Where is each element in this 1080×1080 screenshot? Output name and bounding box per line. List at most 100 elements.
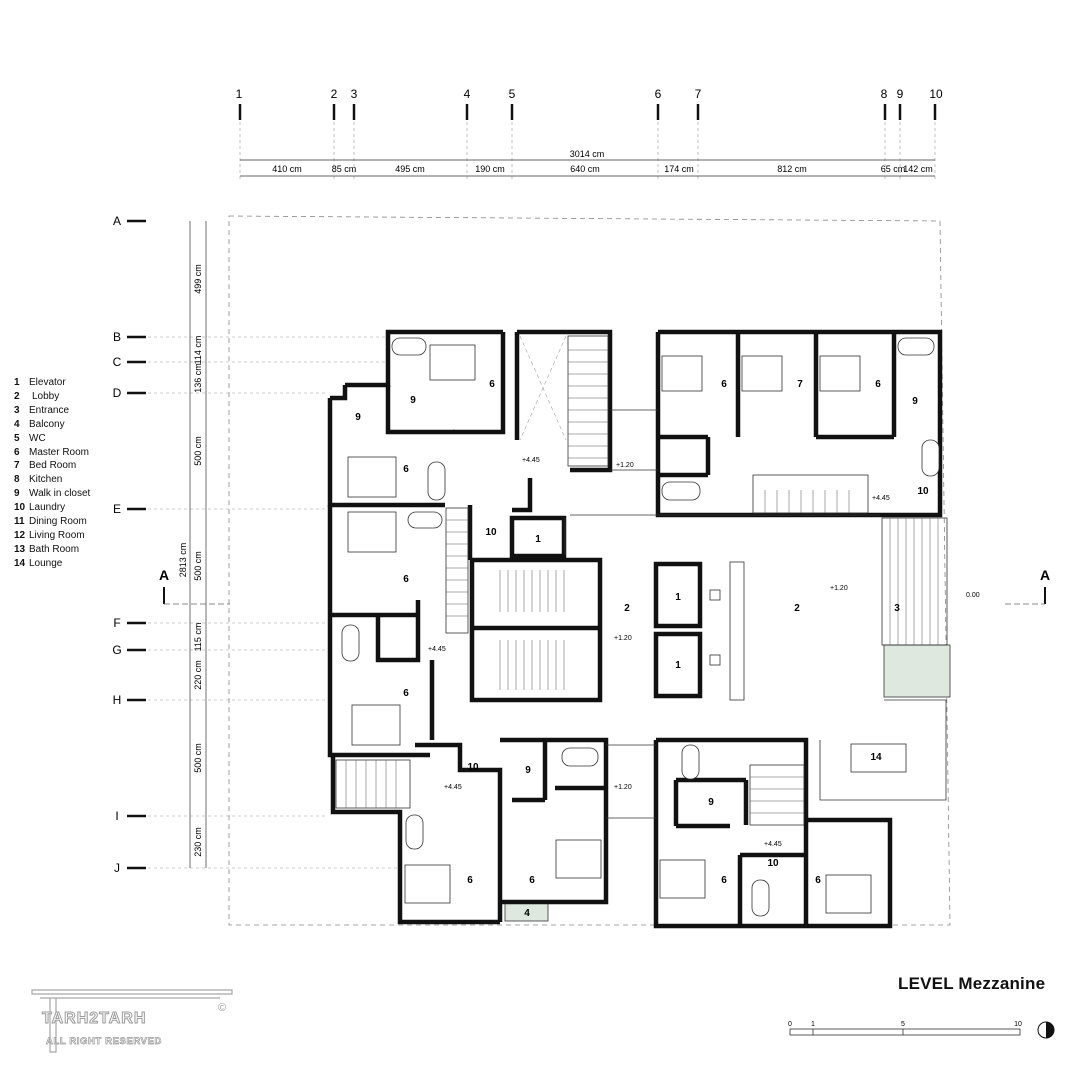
- dimension-label: 190 cm: [475, 164, 505, 174]
- dimension-label: 230 cm: [193, 827, 203, 857]
- dimension-label: 136 cm: [193, 363, 203, 393]
- grid-row-label: D: [113, 386, 122, 400]
- svg-text:A: A: [1040, 567, 1050, 583]
- dimension-lines-vertical: [189, 221, 207, 868]
- scale-bar: 0 1 5 10: [788, 1021, 1055, 1039]
- dimension-label: 500 cm: [193, 743, 203, 773]
- building-plan: 6 9 6 7 6 9 10 9 6 10 1 6 2 1 1 2 3 6 10…: [327, 329, 980, 929]
- grid-column-label: 4: [464, 87, 471, 101]
- dimension-label: 65 cm: [881, 164, 906, 174]
- dimension-label: 410 cm: [272, 164, 302, 174]
- room-tag: 6: [403, 464, 409, 475]
- logo-icon: [31, 989, 233, 1053]
- room-tag: 10: [485, 527, 497, 538]
- room-tag: 6: [721, 875, 727, 886]
- grid-column-label: 1: [236, 87, 243, 101]
- grid-row-guides: [148, 336, 400, 869]
- dimension-label: 85 cm: [332, 164, 357, 174]
- room-tag: 14: [870, 752, 882, 763]
- grid-columns: 1 2 3 4 5 6 7 8 9 10: [236, 87, 943, 101]
- dimension-label: 142 cm: [903, 164, 933, 174]
- room-tag: 6: [529, 875, 535, 886]
- grid-row-label: G: [112, 643, 121, 657]
- grid-row-label: F: [113, 616, 120, 630]
- room-tag: 9: [912, 396, 918, 407]
- dimension-total-horizontal: 3014 cm: [570, 149, 605, 159]
- room-tag: 6: [875, 379, 881, 390]
- level-marker: +4.45: [428, 646, 446, 653]
- dimension-lines-horizontal: [240, 159, 935, 177]
- room-tag: 9: [525, 765, 531, 776]
- level-marker: +1.20: [614, 784, 632, 791]
- svg-text:A: A: [159, 567, 169, 583]
- grid-row-label: A: [113, 214, 121, 228]
- room-tag: 9: [410, 395, 416, 406]
- grid-row-label: E: [113, 502, 121, 516]
- level-marker: +4.45: [764, 841, 782, 848]
- scale-label: 0: [788, 1021, 792, 1028]
- room-tag: 9: [355, 412, 361, 423]
- grid-column-label: 2: [331, 87, 338, 101]
- level-marker: 0.00: [966, 592, 980, 599]
- dimension-label: 640 cm: [570, 164, 600, 174]
- grid-column-guides: [239, 122, 936, 182]
- dimension-label: 500 cm: [193, 436, 203, 466]
- room-tag: 6: [721, 379, 727, 390]
- room-tag: 10: [767, 858, 779, 869]
- room-tag: 10: [467, 762, 479, 773]
- room-tag: 7: [797, 379, 803, 390]
- grid-column-label: 6: [655, 87, 662, 101]
- level-marker: +1.20: [616, 462, 634, 469]
- room-tag: 3: [894, 603, 900, 614]
- dimension-label: 115 cm: [193, 623, 203, 652]
- room-tag: 1: [675, 592, 681, 603]
- dimension-label: 495 cm: [395, 164, 425, 174]
- bathtub-icons: [341, 337, 940, 917]
- scale-label: 10: [1014, 1021, 1022, 1028]
- section-marker-left: A: [159, 567, 230, 605]
- dimension-label: 114 cm: [193, 336, 203, 365]
- grid-column-label: 9: [897, 87, 904, 101]
- level-marker: +1.20: [614, 635, 632, 642]
- level-marker: +4.45: [522, 457, 540, 464]
- grid-column-label: 5: [509, 87, 516, 101]
- grid-column-ticks: [238, 104, 937, 120]
- dimension-label: 220 cm: [193, 660, 203, 690]
- section-marker-right: A: [1005, 567, 1050, 605]
- grid-row-label: B: [113, 330, 121, 344]
- dimension-label: 174 cm: [664, 164, 694, 174]
- grid-row-label: J: [114, 861, 120, 875]
- room-tag: 6: [403, 574, 409, 585]
- grid-row-ticks: [127, 219, 146, 870]
- room-tag: 2: [794, 603, 800, 614]
- room-tag: 10: [917, 486, 929, 497]
- room-tag: 4: [524, 908, 530, 919]
- site-boundary: [228, 215, 951, 926]
- drawing-title: LEVEL Mezzanine: [898, 974, 1046, 993]
- room-tag: 6: [403, 688, 409, 699]
- room-tag: 6: [467, 875, 473, 886]
- dimension-total-vertical: 2813 cm: [178, 543, 188, 578]
- room-tag: 6: [815, 875, 821, 886]
- dimension-label: 500 cm: [193, 551, 203, 581]
- grid-column-label: 3: [351, 87, 358, 101]
- level-marker: +1.20: [830, 585, 848, 592]
- grid-column-label: 7: [695, 87, 702, 101]
- logo-tagline: ALL RIGHT RESERVED: [46, 1036, 163, 1048]
- logo-copyright: ©: [218, 1002, 227, 1014]
- scale-label: 5: [901, 1021, 905, 1028]
- grid-row-label: C: [113, 355, 122, 369]
